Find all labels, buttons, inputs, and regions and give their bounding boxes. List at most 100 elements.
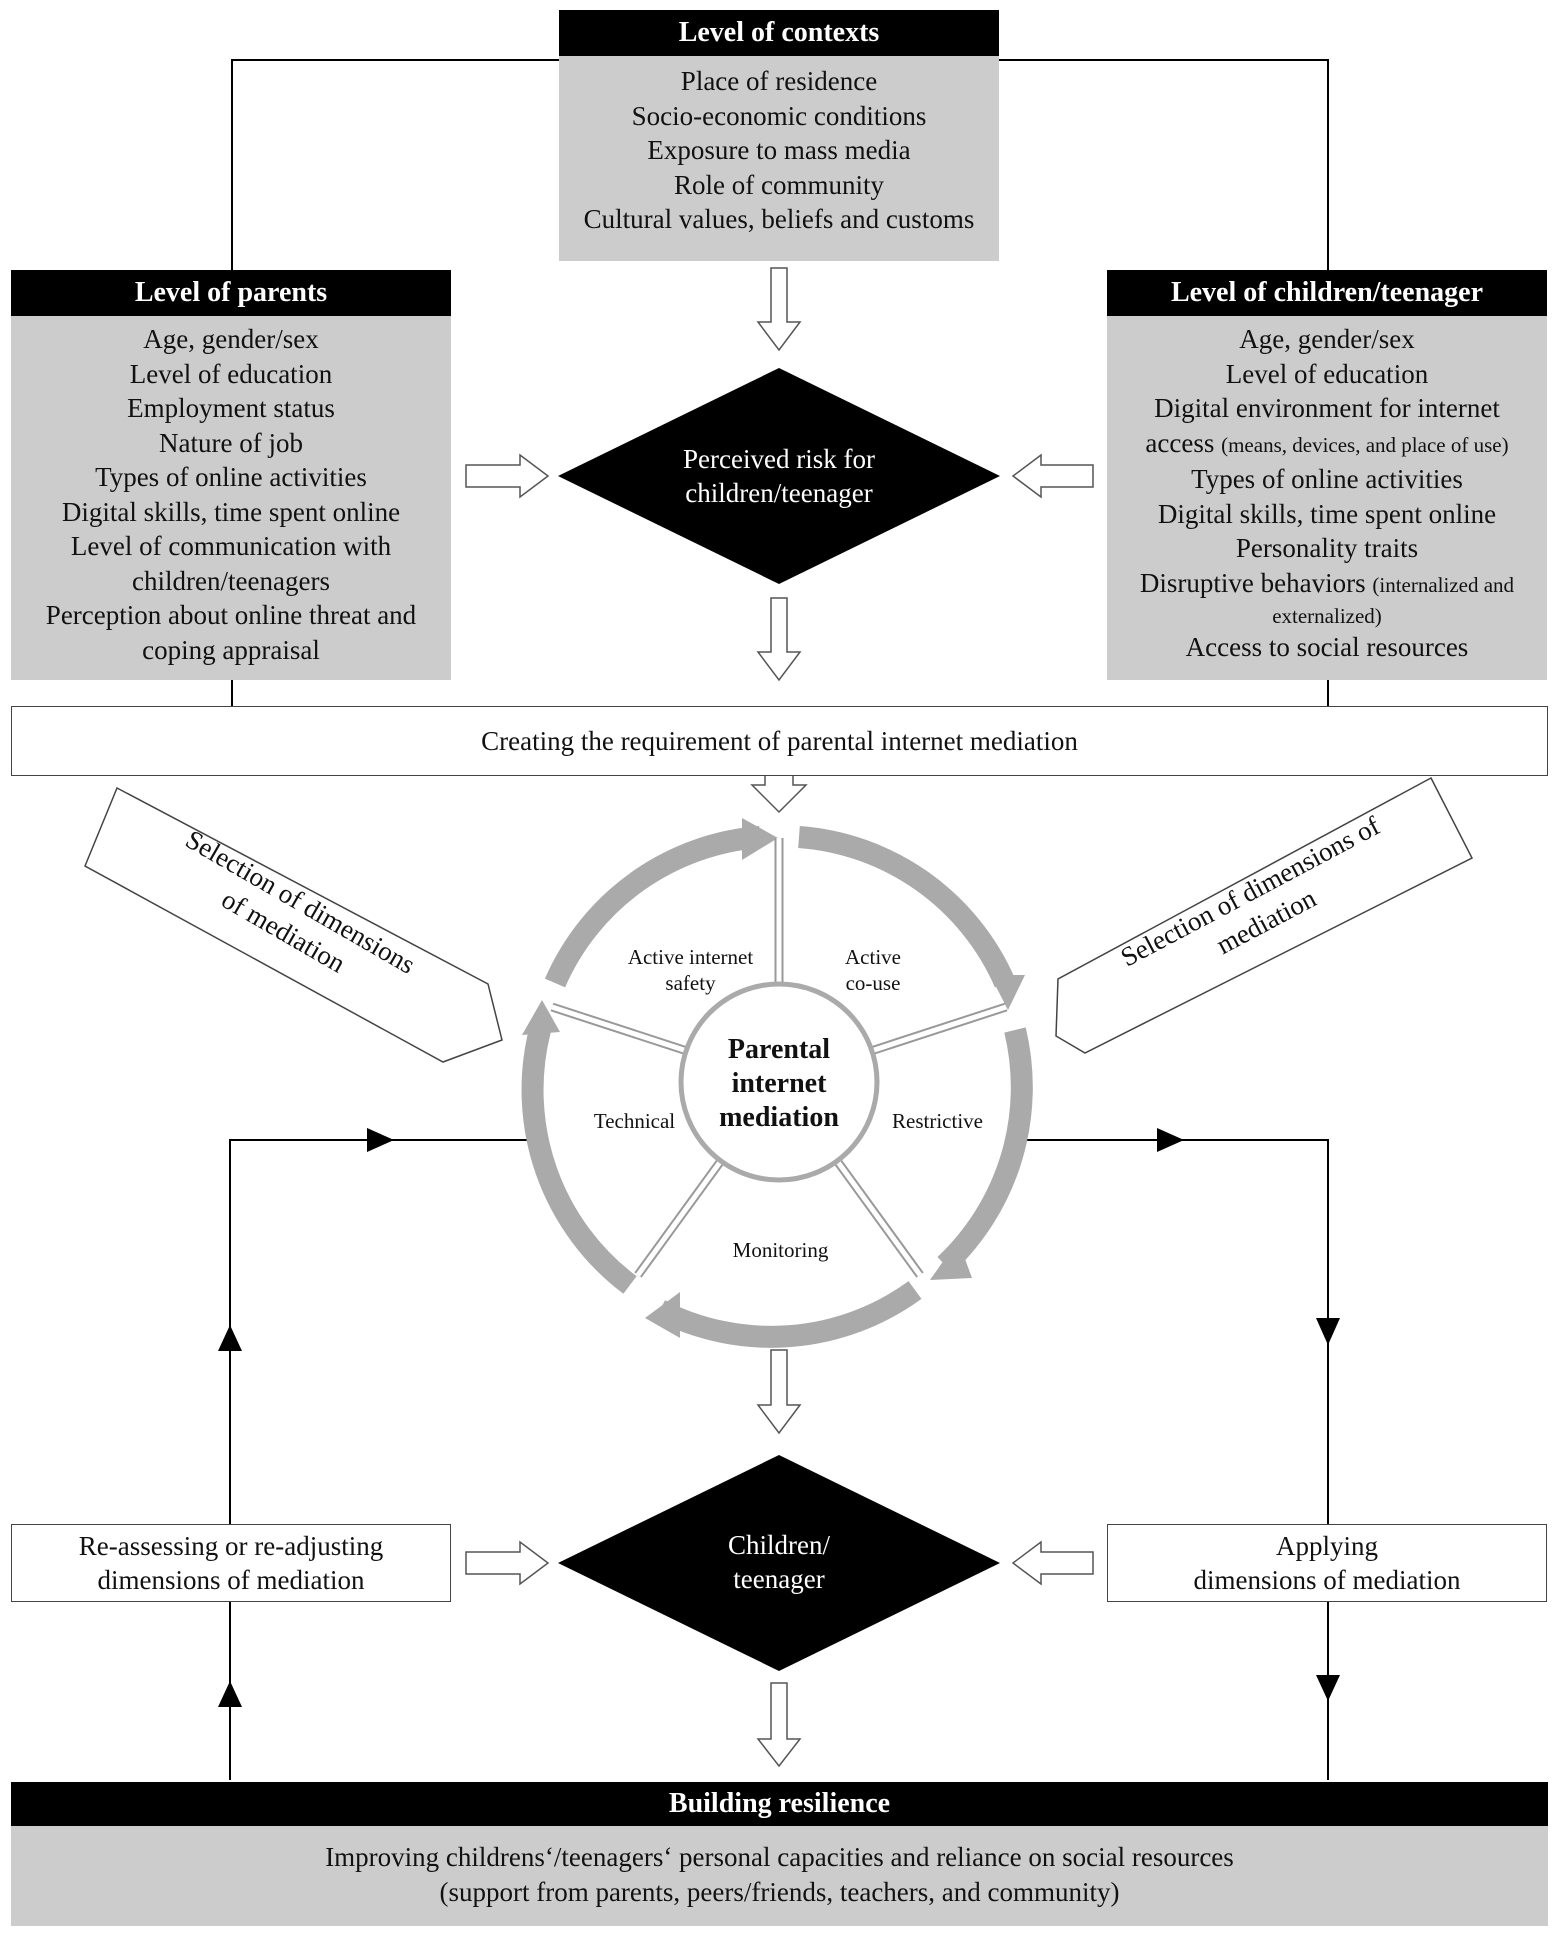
ring-arc-left bbox=[521, 1027, 637, 1294]
apply-line1: Applying bbox=[1275, 1531, 1378, 1561]
parents-item: Level of communication with bbox=[70, 531, 392, 561]
ring-arc-right bbox=[937, 1027, 1033, 1274]
segment-active-co-use-line2: co-use bbox=[845, 971, 901, 995]
ring-arc-bottom bbox=[654, 1281, 922, 1348]
reassess-box: Re-assessing or re-adjusting dimensions … bbox=[11, 1524, 451, 1602]
resilience-header: Building resilience bbox=[11, 1782, 1548, 1826]
apply-box: Applying dimensions of mediation bbox=[1107, 1524, 1547, 1602]
ring-head-left bbox=[522, 1000, 560, 1035]
arrow-children-left bbox=[1011, 453, 1094, 499]
children-item: Digital environment for internet bbox=[1154, 393, 1500, 423]
segment-active-internet-safety: Active internet safety bbox=[608, 944, 773, 996]
segment-monitoring: Monitoring bbox=[732, 1238, 829, 1262]
target-label-line1: Children/ bbox=[728, 1530, 830, 1560]
children-item: Level of education bbox=[1225, 358, 1429, 389]
children-item-access-note: (means, devices, and place of use) bbox=[1221, 432, 1509, 457]
parents-header: Level of parents bbox=[11, 270, 451, 316]
segment-restrictive: Restrictive bbox=[892, 1109, 983, 1133]
reassess-line1: Re-assessing or re-adjusting bbox=[78, 1531, 384, 1561]
wheel-arrowheads bbox=[522, 818, 1025, 1338]
children-item: Disruptive behaviors (internalized and bbox=[1107, 566, 1547, 603]
contexts-box: Place of residence Socio-economic condit… bbox=[559, 56, 999, 261]
ring-head-bottom-left bbox=[645, 1292, 680, 1338]
arrow-risk-down bbox=[756, 597, 802, 682]
children-item: Digital skills, time spent online bbox=[1157, 498, 1497, 529]
contexts-title: Level of contexts bbox=[678, 17, 880, 48]
parents-item: Level of education bbox=[129, 358, 333, 389]
risk-diamond bbox=[558, 368, 1000, 584]
wheel-center-line1: Parental bbox=[727, 1034, 831, 1065]
connector-contexts-parents bbox=[231, 59, 560, 275]
parents-item: children/teenagers bbox=[132, 565, 330, 596]
arrow-parents-right bbox=[465, 453, 550, 499]
arrowhead-right-down-1 bbox=[1316, 1318, 1340, 1345]
children-title: Level of children/teenager bbox=[1170, 277, 1484, 308]
apply-line2: dimensions of mediation bbox=[1193, 1565, 1461, 1595]
children-header: Level of children/teenager bbox=[1107, 270, 1547, 316]
wheel-ring-arrows bbox=[521, 826, 1033, 1348]
children-item-disruptive-note-2: externalized) bbox=[1272, 604, 1382, 628]
ring-head-bottom-right bbox=[930, 1240, 972, 1280]
contexts-item: Place of residence bbox=[680, 66, 878, 96]
loop-arrowheads bbox=[218, 1128, 1340, 1707]
selection-arrow-right-shape bbox=[1055, 776, 1474, 1054]
wheel-spokes-inner bbox=[551, 838, 1007, 1277]
parents-title: Level of parents bbox=[134, 277, 328, 308]
parents-item: coping appraisal bbox=[142, 634, 320, 665]
parents-item: Types of online activities bbox=[95, 462, 367, 492]
segment-technical: Technical bbox=[593, 1109, 676, 1133]
children-item-disruptive: Disruptive behaviors bbox=[1139, 567, 1366, 598]
contexts-item: Exposure to mass media bbox=[647, 135, 911, 165]
risk-label-line2: children/teenager bbox=[685, 478, 873, 508]
ring-head-top bbox=[742, 818, 778, 860]
segment-active-co-use: Active co-use bbox=[813, 944, 933, 996]
children-item: Personality traits bbox=[1235, 533, 1419, 563]
parents-item: Employment status bbox=[127, 393, 335, 423]
parents-item: Nature of job bbox=[159, 427, 303, 458]
risk-label: Perceived risk for children/teenager bbox=[620, 442, 938, 510]
arrowhead-left-up-2 bbox=[218, 1681, 242, 1707]
children-item: Access to social resources bbox=[1185, 632, 1469, 662]
target-diamond bbox=[558, 1455, 1000, 1671]
contexts-header: Level of contexts bbox=[559, 10, 999, 56]
wheel-center-line2: internet bbox=[731, 1068, 827, 1099]
parents-box: Age, gender/sex Level of education Emplo… bbox=[11, 316, 451, 680]
arrowhead-right-down-2 bbox=[1316, 1675, 1340, 1701]
target-label: Children/ teenager bbox=[660, 1528, 898, 1596]
arrow-reassess-right bbox=[465, 1540, 550, 1586]
arrowhead-left-up-1 bbox=[218, 1325, 242, 1351]
ring-head-right bbox=[990, 975, 1025, 1010]
target-label-line2: teenager bbox=[733, 1564, 825, 1594]
ring-arc-top-left bbox=[544, 826, 761, 988]
contexts-item: Socio-economic conditions bbox=[631, 100, 927, 131]
children-item: Age, gender/sex bbox=[1239, 324, 1415, 354]
selection-arrow-left-shape bbox=[84, 786, 503, 1063]
arrow-wheel-down bbox=[756, 1349, 802, 1435]
segment-active-internet-safety-line1: Active internet bbox=[627, 945, 754, 969]
connector-contexts-children bbox=[998, 59, 1329, 275]
contexts-item: Cultural values, beliefs and customs bbox=[583, 204, 975, 234]
children-box: Age, gender/sex Level of education Digit… bbox=[1107, 316, 1547, 680]
wheel-center-circle bbox=[678, 981, 880, 1183]
children-item-access: access bbox=[1145, 427, 1215, 458]
requirement-box: Creating the requirement of parental int… bbox=[11, 706, 1548, 776]
resilience-line1: Improving childrens‘/teenagers‘ personal… bbox=[325, 1842, 1234, 1872]
parents-item: Age, gender/sex bbox=[143, 324, 319, 354]
arrow-contexts-down bbox=[756, 267, 802, 352]
hollow-arrows bbox=[465, 267, 1094, 1768]
children-item: access (means, devices, and place of use… bbox=[1107, 426, 1547, 463]
arrowhead-left-loop-right bbox=[367, 1128, 394, 1152]
resilience-box: Improving childrens‘/teenagers‘ personal… bbox=[11, 1826, 1548, 1926]
mediation-wheel bbox=[521, 818, 1033, 1348]
resilience-line2: (support from parents, peers/friends, te… bbox=[439, 1876, 1120, 1907]
children-item-disruptive-note: (internalized and bbox=[1372, 572, 1515, 597]
wheel-center-label: Parental internet mediation bbox=[679, 1033, 879, 1135]
reassess-line2: dimensions of mediation bbox=[97, 1565, 365, 1595]
resilience-title: Building resilience bbox=[668, 1788, 891, 1819]
arrow-requirement-down bbox=[750, 771, 808, 814]
parents-item: Digital skills, time spent online bbox=[61, 496, 401, 527]
arrow-target-down bbox=[756, 1682, 802, 1768]
requirement-label: Creating the requirement of parental int… bbox=[481, 726, 1078, 756]
arrowhead-right-loop-right bbox=[1157, 1128, 1184, 1152]
